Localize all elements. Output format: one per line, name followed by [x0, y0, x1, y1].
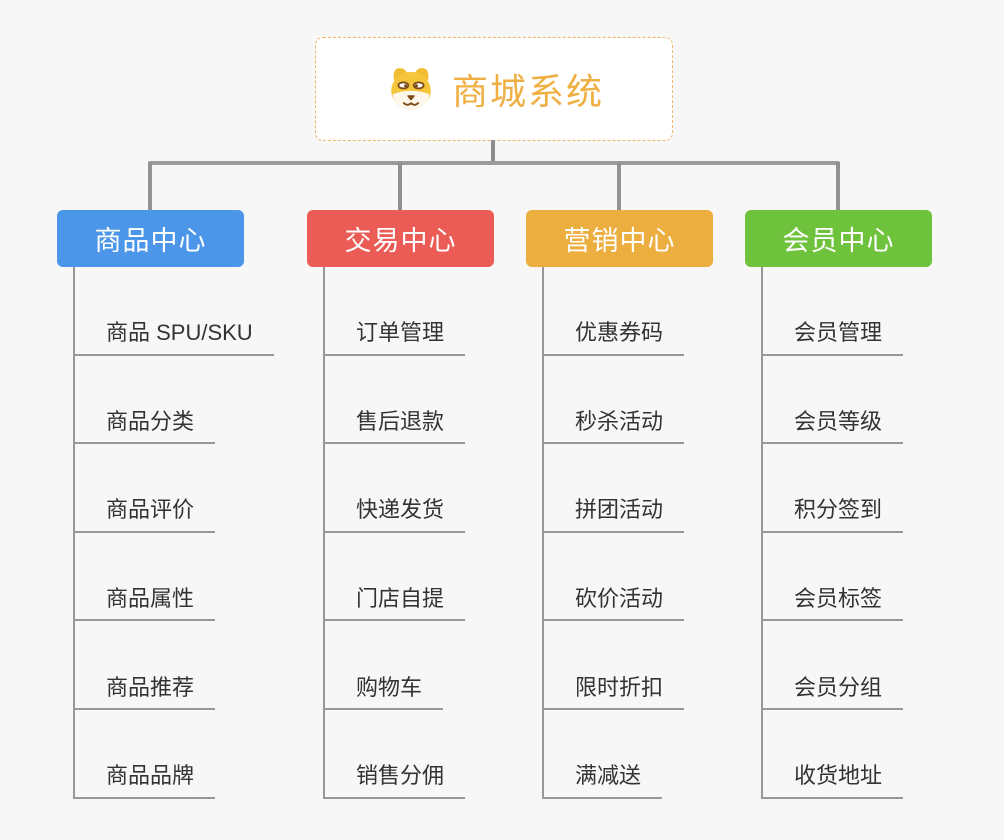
leaf-node: 收货地址	[763, 710, 904, 799]
leaf-node: 商品推荐	[75, 621, 274, 710]
leaf-label[interactable]: 秒杀活动	[544, 409, 685, 445]
leaf-label[interactable]: 商品品牌	[75, 763, 216, 799]
leaf-label[interactable]: 商品属性	[75, 586, 216, 622]
leaf-label[interactable]: 商品推荐	[75, 675, 216, 710]
leaf-label[interactable]: 会员等级	[763, 409, 904, 445]
leaf-node: 拼团活动	[544, 444, 685, 533]
branch-label: 营销中心	[563, 226, 676, 256]
leaf-node: 门店自提	[325, 533, 466, 622]
leaf-node: 会员分组	[763, 621, 904, 710]
branch-node-marketing[interactable]: 营销中心	[526, 210, 713, 267]
connector-root-vertical	[491, 140, 495, 163]
leaf-node: 商品评价	[75, 444, 274, 533]
leaf-label[interactable]: 积分签到	[763, 497, 904, 533]
connector-stub-trade	[398, 162, 402, 210]
branch-node-trade[interactable]: 交易中心	[307, 210, 494, 267]
leaf-node: 秒杀活动	[544, 356, 685, 445]
branch-label: 会员中心	[782, 226, 895, 256]
leaf-node: 购物车	[325, 621, 465, 710]
branch-leaves-trunk: 优惠券码秒杀活动拼团活动砍价活动限时折扣满减送	[542, 267, 685, 799]
leaf-label[interactable]: 拼团活动	[544, 497, 685, 533]
branch-leaves-trunk: 订单管理售后退款快递发货门店自提购物车销售分佣	[323, 267, 466, 799]
root-title: 商城系统	[451, 71, 604, 112]
leaf-label[interactable]: 会员管理	[763, 320, 904, 356]
connector-stub-marketing	[617, 162, 621, 210]
branch-column-trade: 交易中心 订单管理售后退款快递发货门店自提购物车销售分佣	[307, 210, 557, 799]
branch-node-product[interactable]: 商品中心	[57, 210, 244, 267]
leaf-label[interactable]: 快递发货	[325, 497, 466, 533]
dog-face-icon	[391, 68, 431, 110]
leaf-node: 优惠券码	[544, 267, 685, 356]
branch-column-product: 商品中心 商品 SPU/SKU 商品分类商品评价商品属性商品推荐商品品牌	[57, 210, 307, 799]
leaf-node: 商品品牌	[75, 710, 274, 799]
leaf-label[interactable]: 售后退款	[325, 409, 466, 445]
leaf-node: 积分签到	[763, 444, 904, 533]
leaf-label[interactable]: 会员标签	[763, 586, 904, 622]
leaf-label[interactable]: 砍价活动	[544, 586, 685, 622]
branch-column-marketing: 营销中心 优惠券码秒杀活动拼团活动砍价活动限时折扣满减送	[526, 210, 776, 799]
leaf-label[interactable]: 会员分组	[763, 675, 904, 710]
leaf-label[interactable]: 商品评价	[75, 497, 216, 533]
branch-leaves-trunk: 会员管理会员等级积分签到会员标签会员分组收货地址	[761, 267, 904, 799]
leaf-node: 会员标签	[763, 533, 904, 622]
leaf-node: 订单管理	[325, 267, 466, 356]
leaf-label[interactable]: 订单管理	[325, 320, 466, 356]
leaf-label[interactable]: 销售分佣	[325, 763, 466, 799]
leaf-node: 商品分类	[75, 356, 274, 445]
leaf-label[interactable]: 商品 SPU/SKU	[75, 320, 274, 356]
branch-node-member[interactable]: 会员中心	[745, 210, 932, 267]
leaf-label[interactable]: 收货地址	[763, 763, 904, 799]
branch-leaves-trunk: 商品 SPU/SKU 商品分类商品评价商品属性商品推荐商品品牌	[73, 267, 274, 799]
leaf-node: 限时折扣	[544, 621, 685, 710]
leaf-node: 商品属性	[75, 533, 274, 622]
leaf-node: 快递发货	[325, 444, 466, 533]
leaf-node: 销售分佣	[325, 710, 466, 799]
leaf-label[interactable]: 满减送	[544, 763, 663, 799]
leaf-node: 售后退款	[325, 356, 466, 445]
leaf-node: 会员等级	[763, 356, 904, 445]
leaf-label[interactable]: 优惠券码	[544, 320, 685, 356]
leaf-node: 砍价活动	[544, 533, 685, 622]
leaf-node: 会员管理	[763, 267, 904, 356]
branch-column-member: 会员中心 会员管理会员等级积分签到会员标签会员分组收货地址	[745, 210, 995, 799]
branch-label: 交易中心	[344, 226, 457, 256]
leaf-node: 商品 SPU/SKU	[75, 267, 274, 356]
leaf-node: 满减送	[544, 710, 684, 799]
leaf-label[interactable]: 商品分类	[75, 409, 216, 445]
leaf-label[interactable]: 购物车	[325, 675, 444, 710]
leaf-label[interactable]: 限时折扣	[544, 675, 685, 710]
connector-stub-member	[836, 162, 840, 210]
root-node[interactable]: 商城系统	[315, 37, 673, 141]
leaf-label[interactable]: 门店自提	[325, 586, 466, 622]
connector-bus-line	[148, 161, 840, 165]
connector-stub-product	[148, 162, 152, 210]
branch-label: 商品中心	[94, 226, 207, 256]
